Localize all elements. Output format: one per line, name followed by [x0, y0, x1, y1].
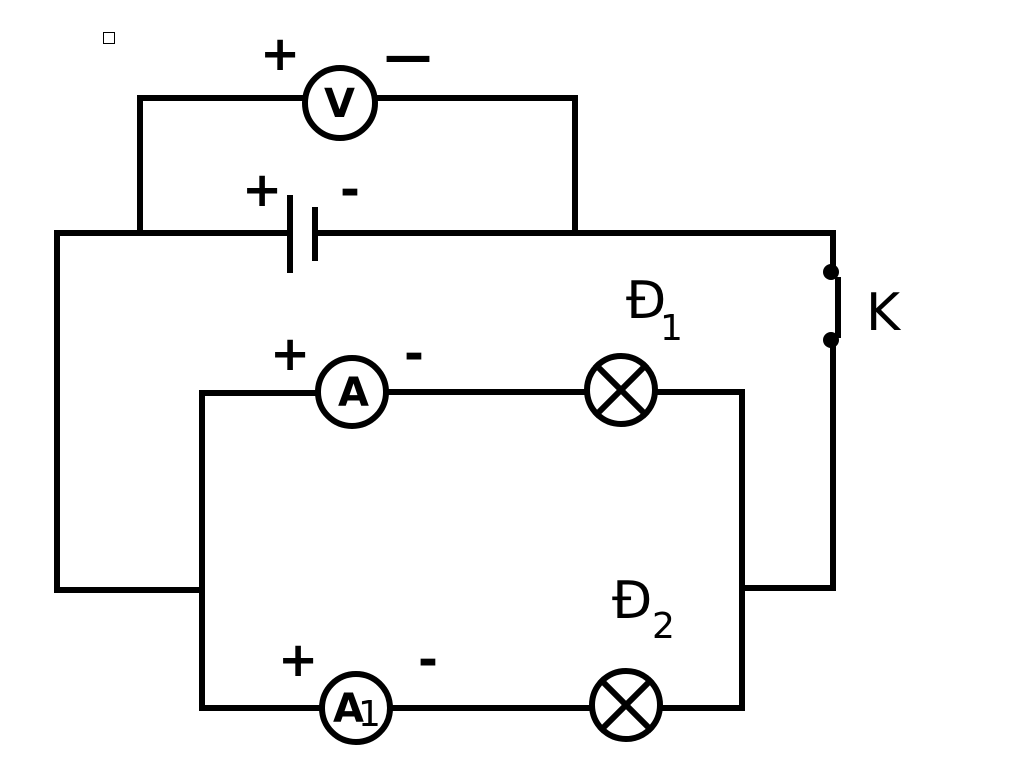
voltmeter-branch — [137, 95, 578, 236]
ammeter-plus-sign: + — [270, 326, 310, 382]
lamp2-subscript: 2 — [652, 606, 675, 647]
lamp2-label: Đ — [612, 571, 652, 631]
ammeter1-plus-sign: + — [278, 632, 318, 688]
corner-checkbox — [103, 32, 115, 44]
voltmeter-icon: V + — — [260, 26, 432, 141]
ammeter1-subscript: 1 — [358, 694, 381, 735]
switch-label: K — [866, 283, 902, 343]
lamp2-icon: Đ 2 — [589, 571, 675, 742]
voltmeter-plus-sign: + — [260, 26, 300, 82]
ammeter-symbol: A — [338, 370, 369, 416]
ammeter1-minus-sign: - — [418, 632, 438, 688]
wire-voltmeter-left — [137, 95, 308, 236]
lamp1-icon: Đ 1 — [584, 271, 683, 427]
wire-right-down — [739, 339, 836, 591]
lamp1-subscript: 1 — [660, 308, 683, 349]
ammeter-minus-sign: - — [404, 326, 424, 382]
battery-icon: + - — [242, 162, 360, 273]
battery-plus-sign: + — [242, 162, 282, 218]
lamp1-label: Đ — [626, 271, 666, 331]
voltmeter-minus-sign: — — [384, 28, 432, 84]
ammeter1-icon: A 1 + - — [278, 632, 438, 745]
battery-minus-sign: - — [340, 162, 360, 218]
wire-branch-left — [199, 390, 325, 711]
voltmeter-symbol: V — [324, 81, 355, 127]
ammeter-icon: A + - — [270, 326, 424, 429]
parallel-section — [199, 389, 745, 711]
main-loop — [54, 230, 836, 593]
switch-icon: K — [823, 264, 902, 348]
wire-top-left — [54, 230, 293, 593]
wire-branch-right — [655, 389, 745, 711]
wire-top-right — [312, 230, 836, 271]
ammeter1-symbol: A — [333, 686, 364, 732]
wire-voltmeter-right — [372, 95, 578, 236]
